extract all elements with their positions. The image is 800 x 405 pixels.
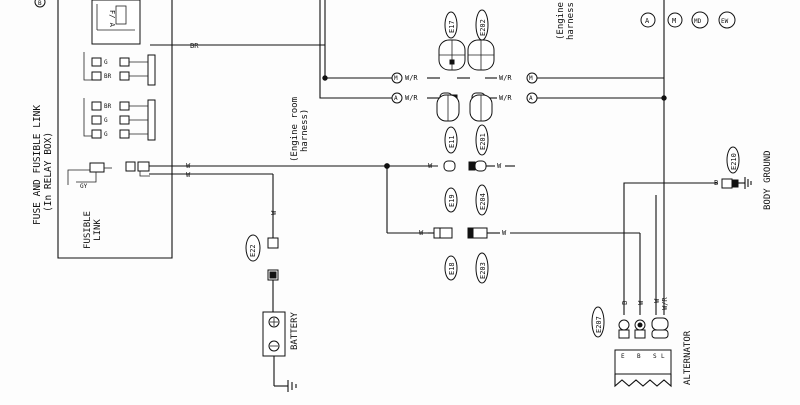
- connector-e203: E203: [475, 252, 489, 284]
- svg-text:E: E: [621, 353, 625, 360]
- connector-e204: E204: [475, 184, 489, 216]
- engine-room-label-1: (Engine room: [290, 97, 300, 162]
- svg-text:W: W: [186, 162, 191, 170]
- fusible-link-label-2: LINK: [93, 219, 103, 241]
- svg-text:G: G: [104, 117, 108, 124]
- svg-text:E18: E18: [448, 262, 456, 275]
- legend: A M MD EW: [640, 11, 736, 29]
- svg-text:W: W: [497, 162, 502, 170]
- connector-e22: E22: [245, 234, 261, 262]
- svg-text:E17: E17: [448, 20, 456, 33]
- svg-text:E11: E11: [448, 135, 456, 148]
- svg-text:G: G: [104, 131, 108, 138]
- svg-text:W/R: W/R: [499, 74, 512, 82]
- svg-text:W: W: [270, 210, 278, 215]
- gy-label: GY: [80, 183, 88, 190]
- svg-text:W/R: W/R: [499, 94, 512, 102]
- svg-text:W/R: W/R: [405, 74, 418, 82]
- svg-text:M: M: [672, 17, 676, 25]
- svg-text:E201: E201: [479, 133, 487, 150]
- svg-text:W: W: [502, 229, 507, 237]
- engine-room-label-2: harness): [300, 109, 310, 152]
- fuse-box-subtitle: (In RELAY BOX): [43, 132, 54, 212]
- relay-label: F/ A: [108, 10, 116, 28]
- battery-circuit: W BATTERY: [262, 210, 300, 392]
- svg-text:B: B: [637, 353, 641, 360]
- svg-text:W: W: [653, 298, 661, 303]
- svg-text:W/R: W/R: [661, 297, 669, 310]
- svg-text:W: W: [637, 300, 645, 305]
- relay-fragment: F/ A: [91, 0, 141, 45]
- svg-text:M: M: [529, 75, 533, 82]
- battery-label: BATTERY: [290, 311, 300, 350]
- svg-text:A: A: [529, 95, 533, 102]
- svg-text:G: G: [104, 59, 108, 66]
- fusible-link-label-1: FUSIBLE: [83, 211, 93, 249]
- alternator: B W W W/R E207 E B S L ALTERNATOR: [591, 195, 693, 388]
- svg-text:B: B: [714, 179, 718, 187]
- svg-text:E202: E202: [479, 19, 487, 36]
- wr-wires: M W/R A W/R W/R M W/R A: [319, 0, 667, 295]
- svg-text:B: B: [621, 301, 629, 305]
- svg-text:S: S: [653, 353, 657, 360]
- connector-e17: E17: [438, 11, 466, 71]
- main-w-wire: W W: [172, 162, 438, 238]
- svg-text:E203: E203: [479, 262, 487, 279]
- connector-e201: E201: [469, 94, 493, 156]
- svg-text:L: L: [661, 353, 665, 360]
- svg-text:E22: E22: [249, 244, 257, 257]
- svg-text:BR: BR: [104, 103, 112, 110]
- engine-room-right-1: (Engine r: [556, 0, 566, 40]
- svg-text:A: A: [645, 17, 650, 25]
- svg-text:W/R: W/R: [405, 94, 418, 102]
- br-wire-label: BR: [190, 42, 199, 50]
- fusible-link: GY: [67, 161, 172, 190]
- svg-text:A: A: [394, 95, 398, 102]
- svg-text:M: M: [394, 75, 398, 82]
- svg-text:EW: EW: [721, 18, 729, 25]
- svg-text:W: W: [186, 171, 191, 179]
- svg-text:MD: MD: [694, 18, 702, 25]
- connector-e202: E202: [467, 9, 495, 71]
- svg-text:BR: BR: [104, 73, 112, 80]
- svg-text:E19: E19: [448, 194, 456, 207]
- fuse-row: BR G G: [83, 98, 156, 141]
- corner-marker: B: [38, 0, 42, 7]
- svg-text:W: W: [428, 162, 433, 170]
- fuse-row: G BR: [83, 52, 156, 86]
- engine-room-right-2: harness: [566, 2, 576, 40]
- fuse-box-title: FUSE AND FUSIBLE LINK: [32, 105, 43, 225]
- connector-e18: W W E18: [419, 227, 640, 281]
- body-ground-label: BODY GROUND: [763, 150, 773, 210]
- connector-e11: E11: [436, 94, 460, 154]
- body-ground: E210 B BODY GROUND: [623, 146, 773, 295]
- alternator-label: ALTERNATOR: [683, 330, 693, 385]
- svg-text:W: W: [419, 229, 424, 237]
- connector-e19: W W E19: [428, 160, 515, 213]
- svg-text:E210: E210: [730, 153, 738, 170]
- svg-text:E204: E204: [479, 193, 487, 210]
- fuse-box: BR G BR BR G G: [57, 0, 326, 259]
- svg-text:E207: E207: [595, 316, 603, 333]
